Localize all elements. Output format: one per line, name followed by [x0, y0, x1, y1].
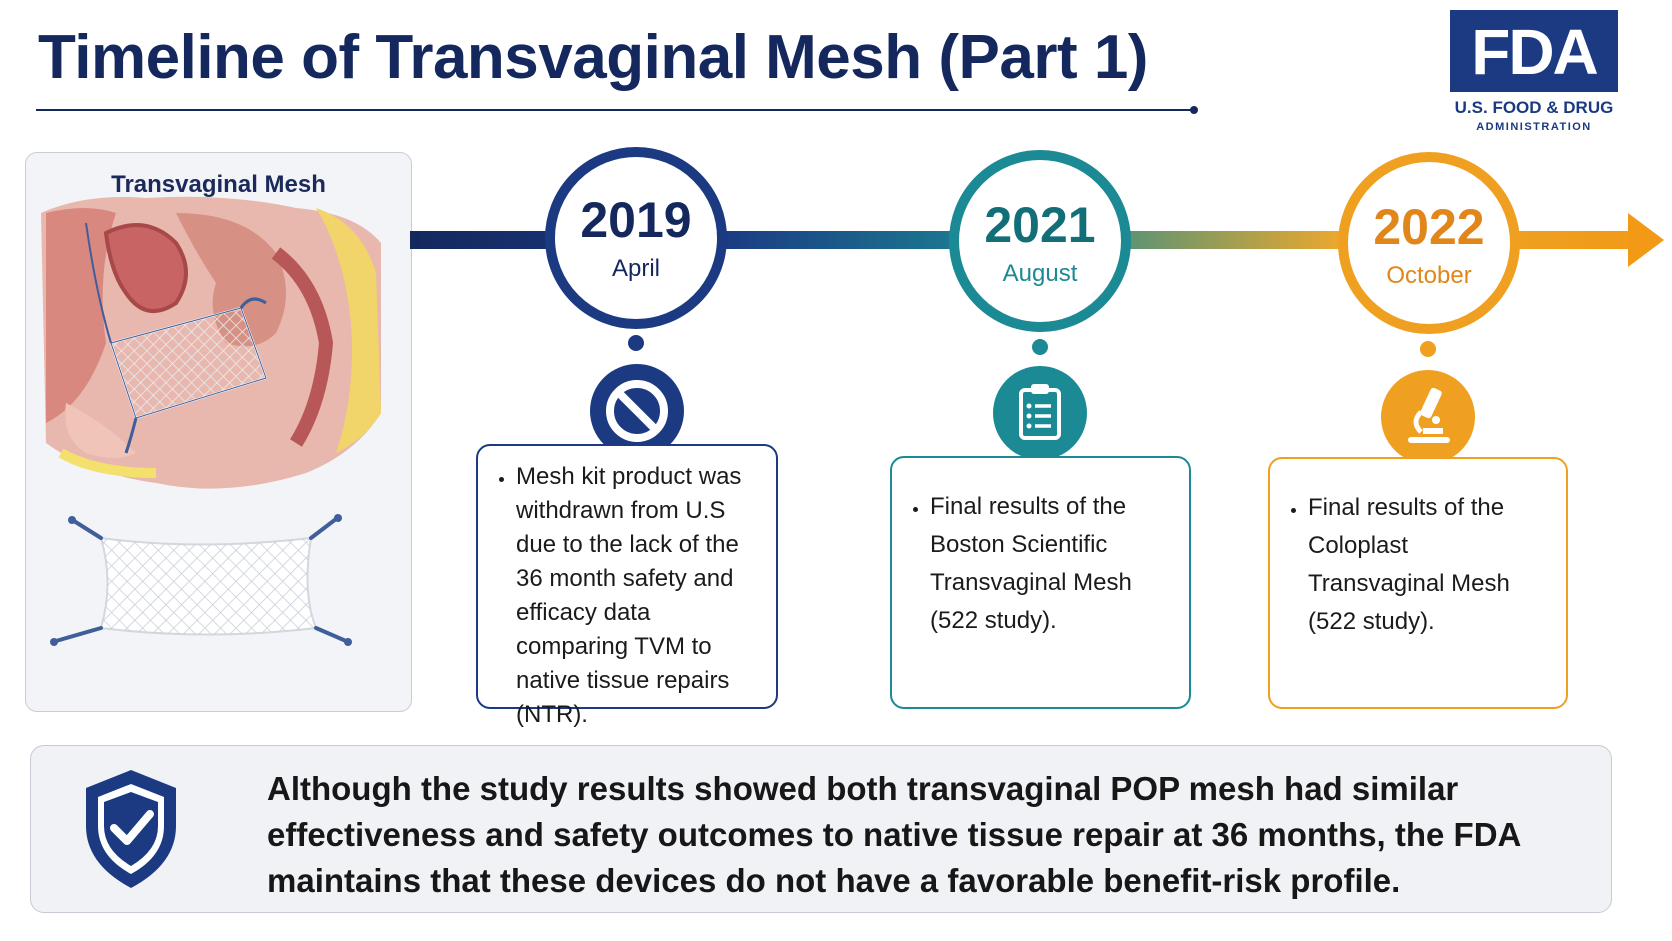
- connector-dot-2021: [1032, 339, 1048, 355]
- fda-logo: FDA U.S. FOOD & DRUG ADMINISTRATION: [1445, 10, 1623, 133]
- milestone-year: 2021: [984, 197, 1096, 253]
- milestone-2022: 2022 October: [1338, 152, 1520, 334]
- milestone-card-2019: Mesh kit product was withdrawn from U.S …: [476, 444, 778, 728]
- microscope-icon: [1381, 370, 1475, 464]
- milestone-month: August: [1002, 260, 1078, 287]
- mesh-anatomy-illustration: [41, 196, 381, 646]
- connector-dot-2022: [1420, 341, 1436, 357]
- milestone-2019: 2019 April: [545, 147, 727, 329]
- milestone-month: October: [1386, 262, 1472, 289]
- prohibited-icon: [590, 364, 684, 458]
- mesh-illustration-panel: Transvaginal Mesh: [25, 152, 412, 712]
- title-underline: [36, 109, 1196, 111]
- connector-dot-2019: [628, 335, 644, 351]
- milestone-year: 2022: [1373, 199, 1485, 255]
- fda-logo-mark: FDA: [1450, 10, 1618, 92]
- milestone-text: Final results of the Boston Scientific T…: [930, 488, 1169, 640]
- fda-logo-line1: U.S. FOOD & DRUG: [1454, 98, 1614, 117]
- milestone-month: April: [611, 255, 660, 282]
- timeline-arrowhead: [1628, 213, 1664, 267]
- milestone-card-2022: Final results of the Coloplast Transvagi…: [1268, 457, 1568, 709]
- title-underline-dot: [1190, 106, 1198, 114]
- shield-check-icon: [86, 770, 176, 888]
- milestone-2021: 2021 August: [949, 150, 1131, 332]
- conclusion-panel: Although the study results showed both t…: [30, 745, 1612, 913]
- conclusion-text: Although the study results showed both t…: [267, 770, 1521, 899]
- milestone-text: Final results of the Coloplast Transvagi…: [1308, 489, 1546, 641]
- milestone-text: Mesh kit product was withdrawn from U.S …: [516, 460, 764, 732]
- milestone-year: 2019: [580, 192, 692, 248]
- fda-logo-line2: ADMINISTRATION: [1476, 121, 1592, 133]
- clipboard-icon: [993, 366, 1087, 460]
- mesh-illustration-title: Transvaginal Mesh: [111, 171, 326, 198]
- milestone-card-2021: Final results of the Boston Scientific T…: [890, 456, 1191, 709]
- page-title: Timeline of Transvaginal Mesh (Part 1): [38, 23, 1148, 92]
